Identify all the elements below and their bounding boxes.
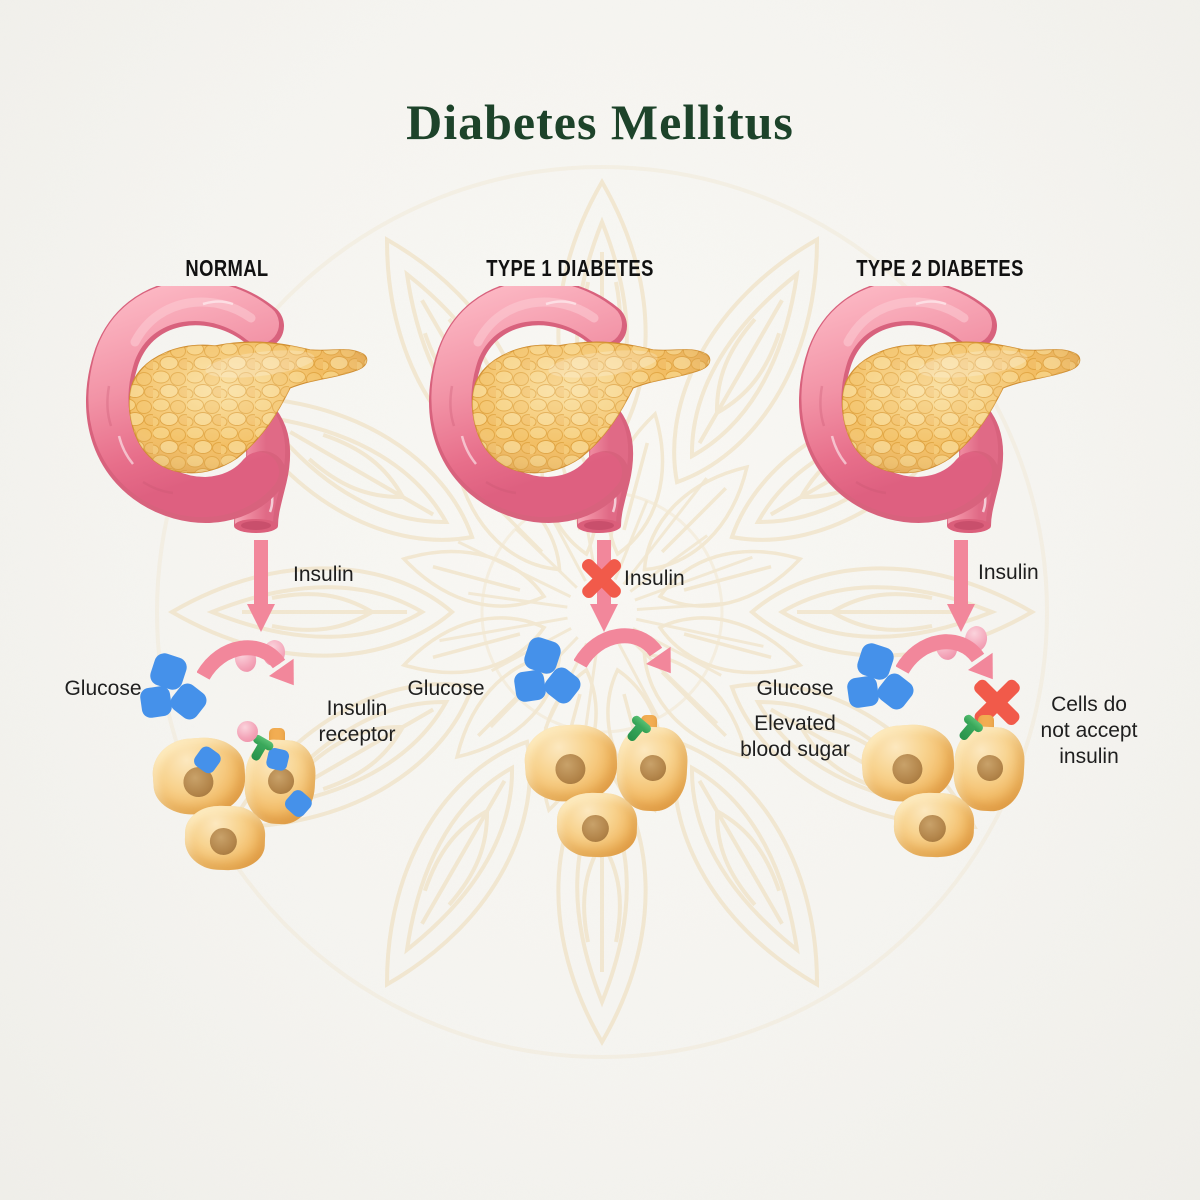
pancreas-duodenum-illustration [428,286,728,538]
cells-note-line1: Cells do [1051,693,1127,716]
panel-type2-header: TYPE 2 DIABETES [856,255,1024,281]
receptor-stem [249,742,266,762]
receptor-stem [957,722,976,742]
insulin-flow-arrow-icon [247,540,275,632]
insulin-flow-arrow-icon [947,540,975,632]
cell-nucleus [209,827,238,856]
glucose-label: Glucose [64,677,142,700]
glucose-icon [846,675,880,709]
arrow-shaft [254,540,268,606]
elevated-blood-sugar-label: Elevated blood sugar [710,711,880,763]
cell-nucleus [918,814,947,843]
panel-type2: TYPE 2 DIABETES Insulin Glucose Elevated… [740,240,1158,960]
cell-nucleus [891,753,924,786]
arrow-head [590,604,618,632]
cell [150,734,248,818]
glucose-uptake-arrow-icon [197,638,307,728]
glucose-label-text: Glucose [756,677,834,700]
cell-nucleus [554,753,587,786]
cell [183,804,267,872]
cell [859,721,957,805]
insulin-label: Insulin [978,561,1039,584]
cell-nucleus [267,767,295,795]
insulin-receptor-label-line1: Insulin [326,697,388,720]
pancreas-duodenum-illustration [798,286,1098,538]
cell [522,721,620,805]
page-title: Diabetes Mellitus [406,94,794,150]
glucose-label: Glucose [407,677,485,700]
blocked-x-icon [580,556,624,600]
arrow-shaft [954,540,968,606]
insulin-label: Insulin [624,567,685,590]
cells-note-line3: insulin [1059,745,1119,768]
elevated-line2: blood sugar [740,738,850,761]
cell-nucleus [976,754,1004,782]
glucose-icon [139,685,173,719]
panel-normal-header: NORMAL [185,255,269,281]
arrow-head [247,604,275,632]
insulin-receptor-label: Insulin receptor [295,696,419,748]
cell-nucleus [581,814,610,843]
glucose-uptake-arrow-icon [574,626,684,716]
insulin-receptor-label-line2: receptor [318,723,396,746]
insulin-molecule-icon [237,721,258,742]
elevated-line1: Elevated [754,712,836,735]
panel-type1: TYPE 1 DIABETES Insulin Glucose [407,240,788,960]
cell-cluster [145,728,395,930]
cell [555,791,639,859]
insulin-label: Insulin [293,563,354,586]
cells-note-label: Cells do not accept insulin [1022,692,1156,770]
cell-nucleus [639,754,667,782]
cell [892,791,976,859]
glucose-icon [513,669,547,703]
panel-normal: NORMAL Insulin Glucose Insulin receptor [64,240,445,960]
receptor-stem [625,723,644,743]
glucose-label: Glucose Elevated blood sugar [710,676,880,763]
pancreas-duodenum-illustration [85,286,385,538]
cell-cluster [854,715,1104,917]
panel-type1-header: TYPE 1 DIABETES [486,255,654,281]
cells-note-line2: not accept [1040,719,1138,742]
